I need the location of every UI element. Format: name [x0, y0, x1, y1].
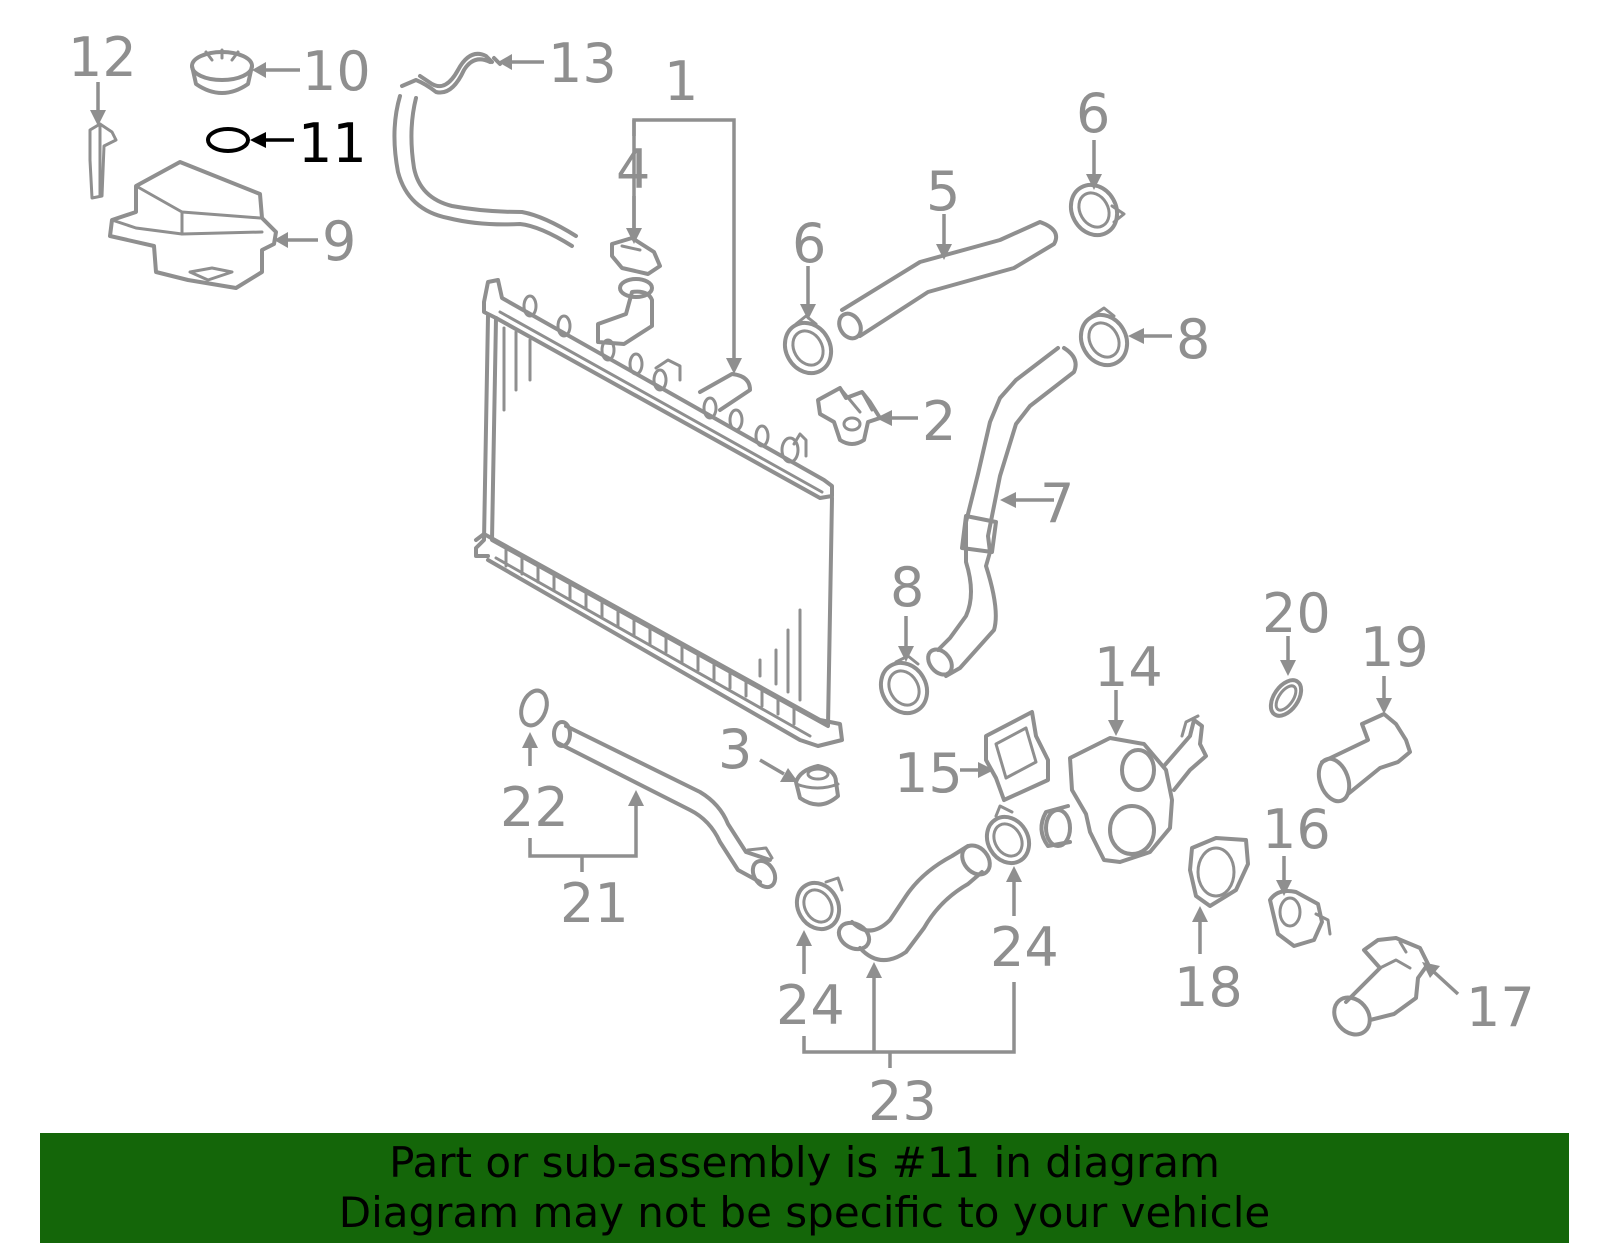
callout-12: 12 [68, 26, 137, 89]
part-21-water-pipe[interactable] [552, 720, 780, 891]
callout-22: 22 [500, 776, 569, 839]
part-22-o-ring[interactable] [517, 687, 552, 729]
callout-2: 2 [922, 390, 956, 453]
callout-15: 15 [894, 742, 963, 805]
part-8-clamp-upper[interactable] [1072, 306, 1136, 373]
part-6-clamp-right[interactable] [1062, 176, 1126, 243]
banner-line-2: Diagram may not be specific to your vehi… [338, 1188, 1271, 1237]
part-18-gasket[interactable] [1188, 836, 1250, 908]
part-16-thermostat[interactable] [1268, 889, 1332, 948]
callout-24-left: 24 [776, 974, 845, 1037]
callout-13: 13 [548, 32, 617, 95]
banner-line-1: Part or sub-assembly is #11 in diagram [389, 1138, 1220, 1187]
callout-21: 21 [560, 872, 629, 935]
callout-1: 1 [664, 50, 698, 113]
part-3-rubber-mount[interactable] [794, 764, 840, 807]
callout-19: 19 [1360, 616, 1429, 679]
callout-5: 5 [926, 160, 960, 223]
callout-24-right: 24 [990, 916, 1059, 979]
part-23-heater-hose[interactable] [834, 840, 995, 962]
part-1-radiator[interactable] [474, 277, 844, 748]
part-13-overflow-hose[interactable] [392, 51, 578, 248]
part-17-thermostat-cover[interactable] [1327, 936, 1430, 1042]
part-14-thermostat-housing[interactable] [1039, 714, 1208, 864]
part-8-clamp-lower[interactable] [872, 654, 936, 721]
callout-8-lower: 8 [890, 556, 924, 619]
callout-11: 11 [298, 112, 367, 175]
part-5-upper-hose[interactable] [835, 220, 1059, 342]
part-12-bracket[interactable] [88, 122, 118, 200]
part-9-reservoir-tank[interactable] [108, 160, 278, 290]
part-7-lower-hose[interactable] [923, 346, 1078, 679]
callout-9: 9 [322, 210, 356, 273]
parts-diagram: 12 10 11 9 13 1 [68, 26, 1535, 1120]
callout-16: 16 [1262, 798, 1331, 861]
callout-10: 10 [302, 40, 371, 103]
part-6-clamp-left[interactable] [776, 314, 840, 381]
callout-6-left: 6 [792, 212, 826, 275]
part-15-gasket[interactable] [984, 710, 1050, 802]
callout-20: 20 [1262, 582, 1331, 645]
callout-17: 17 [1466, 976, 1535, 1039]
callout-6-right: 6 [1076, 82, 1110, 145]
callout-3: 3 [718, 718, 752, 781]
part-4-radiator-cap[interactable] [610, 236, 662, 276]
part-11-o-ring[interactable] [206, 127, 294, 153]
part-19-water-outlet[interactable] [1313, 712, 1412, 805]
part-24-clamp-right[interactable] [979, 804, 1038, 871]
callout-7: 7 [1040, 472, 1074, 535]
part-20-o-ring[interactable] [1265, 675, 1308, 722]
part-10-reservoir-cap[interactable] [190, 48, 254, 95]
part-2-bracket[interactable] [816, 386, 882, 446]
callout-4: 4 [616, 138, 650, 201]
part-24-clamp-left[interactable] [789, 875, 848, 937]
callout-8-upper: 8 [1176, 308, 1210, 371]
callout-14: 14 [1094, 636, 1163, 699]
callout-23: 23 [868, 1070, 937, 1120]
info-banner: Part or sub-assembly is #11 in diagram D… [40, 1133, 1569, 1243]
callout-18: 18 [1174, 956, 1243, 1019]
